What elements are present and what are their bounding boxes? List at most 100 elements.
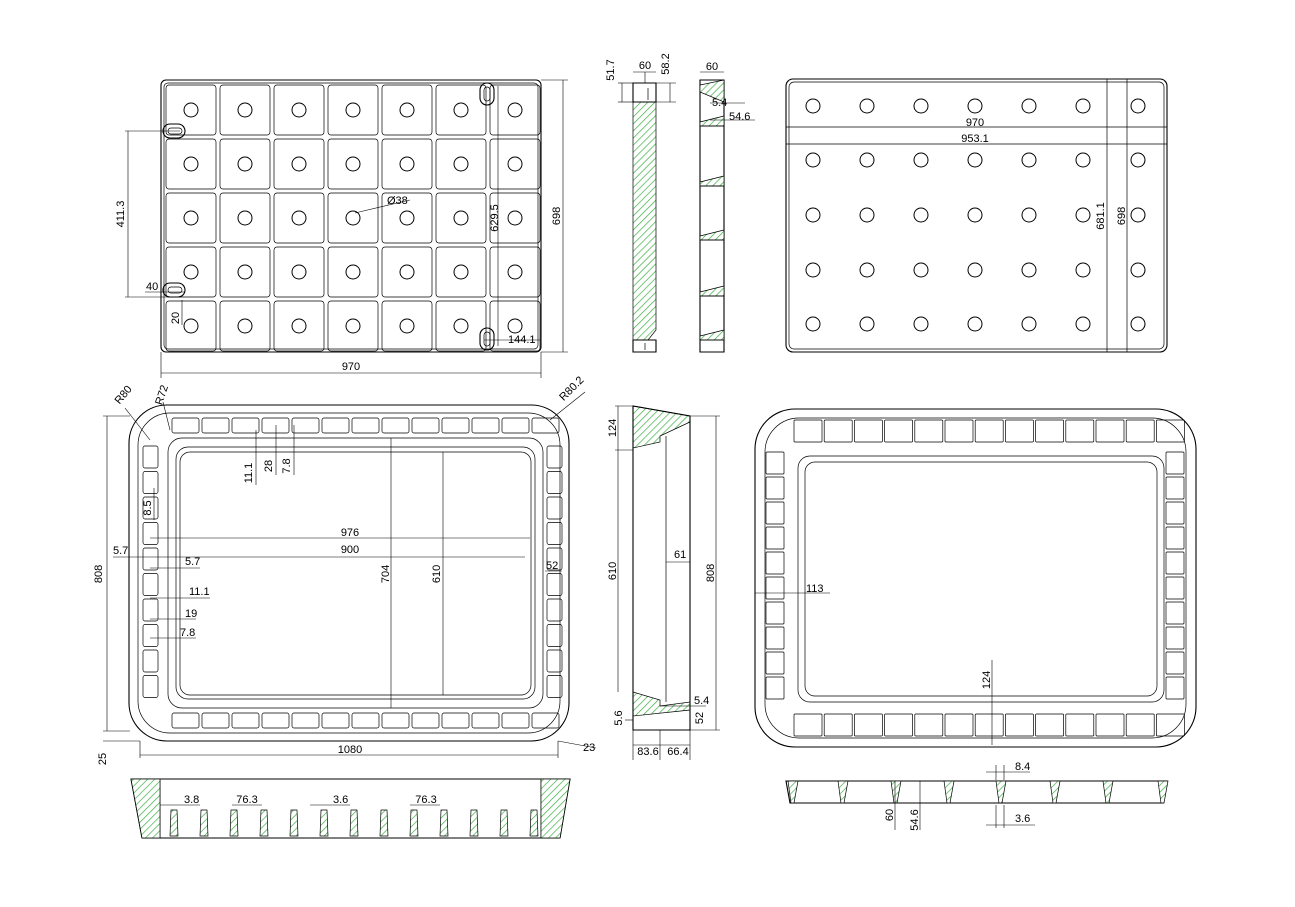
strip-rib	[1049, 780, 1061, 804]
grid-cell	[327, 138, 379, 190]
rim-pocket	[546, 471, 563, 494]
rim-rib	[793, 713, 823, 737]
dim-76-3-b: 76.3	[415, 794, 436, 806]
grid-cell	[381, 84, 433, 136]
plate-hole-icon	[1130, 152, 1146, 168]
rim-pocket	[546, 675, 563, 698]
dim-r80: R80	[113, 383, 135, 406]
dim-20: 20	[170, 312, 182, 324]
rim-pocket	[142, 598, 159, 622]
rim-rib	[1165, 476, 1185, 500]
plate-hole-icon	[1075, 152, 1091, 168]
dim-681-1: 681.1	[1095, 202, 1107, 230]
grid-cell	[273, 246, 325, 298]
hole-icon	[345, 264, 361, 280]
dim-23: 23	[583, 742, 595, 754]
rim-pocket	[171, 712, 200, 729]
rim-rib	[765, 676, 785, 700]
hole-icon	[399, 210, 415, 226]
rim-rib	[944, 419, 974, 443]
rim-rib	[765, 626, 785, 650]
hole-icon	[453, 318, 469, 334]
grid-cell	[489, 300, 541, 352]
rim-pocket	[171, 417, 200, 434]
plate-hole-icon	[805, 316, 821, 332]
grid-cell	[327, 246, 379, 298]
dim-diameter-38: Ø38	[387, 195, 408, 207]
dim-808: 808	[93, 565, 105, 583]
hole-icon	[399, 156, 415, 172]
rim-rib	[854, 419, 883, 443]
rim-rib	[765, 601, 785, 625]
rim-rib	[1165, 601, 1185, 625]
dim-3-6-strip: 3.6	[1015, 813, 1030, 825]
hole-icon	[453, 102, 469, 118]
rim-rib	[1035, 419, 1064, 443]
hole-icon	[291, 102, 307, 118]
rim-rib	[1165, 576, 1185, 600]
rim-pocket	[501, 712, 530, 729]
dim-r80-2: R80.2	[557, 374, 586, 403]
rim-ribs	[765, 419, 1185, 737]
strip-tooth	[379, 809, 389, 837]
plate-hole-icon	[1130, 207, 1146, 223]
rim-pockets	[142, 417, 563, 729]
section-view-a: 51.7 60 58.2	[605, 53, 676, 353]
grid-cell	[273, 84, 325, 136]
rim-pocket	[546, 649, 563, 673]
plate-hole-icon	[967, 316, 983, 332]
rim-pocket	[471, 417, 500, 434]
dim-124-right: 124	[981, 671, 993, 689]
tray-plan-view: R80 R72 R80.2 11.1 28 7.8 8.5 976 900 5.…	[93, 374, 597, 765]
rim-rib	[1065, 713, 1095, 737]
strip-rib	[837, 780, 849, 804]
grid-cell	[435, 246, 487, 298]
plate-hole-icon	[1021, 152, 1037, 168]
rim-pocket	[546, 522, 563, 545]
strip-tooth	[169, 809, 179, 837]
rim-pocket	[231, 417, 260, 434]
rim-pocket	[411, 417, 440, 434]
dim-144-1: 144.1	[508, 334, 536, 346]
strip-ribs	[787, 780, 1169, 804]
hole-icon	[345, 156, 361, 172]
rim-pocket	[441, 417, 470, 434]
rim-rib	[765, 526, 785, 550]
plate-hole-icon	[859, 98, 875, 114]
dim-r72: R72	[153, 384, 171, 407]
dim-970-plate: 970	[966, 117, 984, 129]
grid-cell	[165, 84, 217, 136]
grid-cell	[219, 246, 271, 298]
dim-5-7-inner: 5.7	[185, 556, 200, 568]
dim-976: 976	[341, 527, 359, 539]
plate-hole-icon	[859, 316, 875, 332]
grid-cell	[165, 300, 217, 352]
dim-58-2: 58.2	[660, 53, 672, 74]
rim-rib	[1165, 501, 1185, 525]
hole-icon	[237, 156, 253, 172]
grid-cell	[381, 138, 433, 190]
dim-51-7: 51.7	[605, 59, 617, 80]
dim-28: 28	[263, 460, 275, 472]
dim-25: 25	[97, 753, 109, 765]
dim-40: 40	[146, 281, 158, 293]
plate-hole-icon	[805, 152, 821, 168]
plate-hole-icon	[967, 262, 983, 278]
grid-cell	[327, 300, 379, 352]
strip-rib	[995, 780, 1007, 804]
plate-hole-icon	[913, 262, 929, 278]
rim-pocket	[546, 598, 563, 622]
rim-pocket	[546, 496, 563, 520]
rim-rib	[914, 713, 944, 737]
hole-icon	[291, 264, 307, 280]
rim-pocket	[351, 712, 380, 729]
grid-cell	[489, 138, 541, 190]
hole-icon	[237, 264, 253, 280]
grid-cell	[327, 192, 379, 244]
strip-teeth	[169, 809, 539, 837]
grid-cell	[273, 192, 325, 244]
grid-cell	[381, 300, 433, 352]
grid-cell	[273, 138, 325, 190]
rim-rib	[1165, 626, 1185, 650]
rim-rib	[765, 476, 785, 500]
